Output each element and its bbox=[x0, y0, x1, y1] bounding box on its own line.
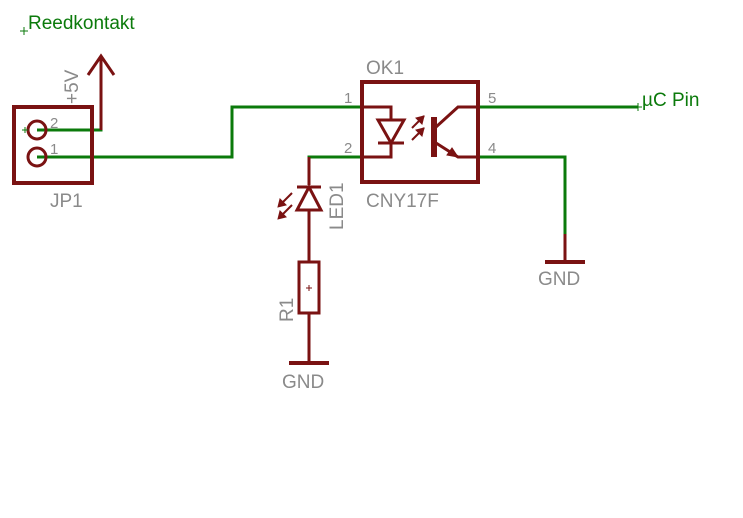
ok1-pin1-number: 1 bbox=[344, 90, 352, 107]
ok1-value: CNY17F bbox=[366, 191, 439, 212]
ok1-pin5-number: 5 bbox=[488, 90, 496, 107]
led1-light-arrowhead-2 bbox=[277, 210, 287, 220]
ok1-led-lead-k bbox=[362, 143, 393, 159]
ok1-emitter-arrowhead bbox=[446, 147, 460, 158]
gnd-left-label: GND bbox=[282, 372, 324, 393]
r1-symbol bbox=[297, 260, 321, 362]
r1-name: R1 bbox=[277, 298, 298, 322]
ok1-transistor-collector bbox=[434, 105, 478, 129]
jp1-pin1-number: 1 bbox=[50, 141, 58, 158]
led1-light-arrowhead-1 bbox=[277, 198, 287, 208]
supply-5v-arrowhead bbox=[86, 53, 116, 76]
jp1-body bbox=[12, 105, 94, 185]
gnd-right-symbol bbox=[545, 234, 585, 264]
wire-jp1-pin1-to-ok1-pin1 bbox=[37, 105, 362, 159]
ok1-light-arrowhead-2 bbox=[415, 115, 425, 125]
ok1-body bbox=[360, 80, 480, 184]
supply-5v-label: +5V bbox=[62, 69, 83, 104]
wire-led-to-ok1-pin2 bbox=[307, 155, 362, 185]
ok1-name: OK1 bbox=[366, 58, 404, 79]
ok1-optocoupler bbox=[360, 80, 480, 184]
ok1-light-arrowhead-1 bbox=[415, 127, 425, 137]
jp1-pin2-number: 2 bbox=[50, 115, 58, 132]
ok1-pin4-number: 4 bbox=[488, 140, 496, 157]
led1-symbol bbox=[277, 157, 324, 262]
origin-crosses bbox=[20, 27, 642, 111]
led1-name: LED1 bbox=[327, 182, 348, 230]
ok1-internal-led bbox=[375, 118, 407, 147]
jp1-connector bbox=[12, 105, 94, 185]
ok1-led-lead-a bbox=[362, 105, 393, 120]
sheet-title: Reedkontakt bbox=[28, 13, 135, 34]
wire-ok1-pin4-to-gnd bbox=[478, 155, 567, 234]
gnd-right-label: GND bbox=[538, 269, 580, 290]
net-label-mc-pin: µC Pin bbox=[642, 90, 699, 111]
ok1-pin2-number: 2 bbox=[344, 140, 352, 157]
supply-5v-symbol bbox=[86, 53, 116, 130]
jp1-name: JP1 bbox=[50, 191, 83, 212]
jp1-pin1-ring bbox=[26, 146, 48, 168]
led1-triangle bbox=[294, 183, 324, 212]
